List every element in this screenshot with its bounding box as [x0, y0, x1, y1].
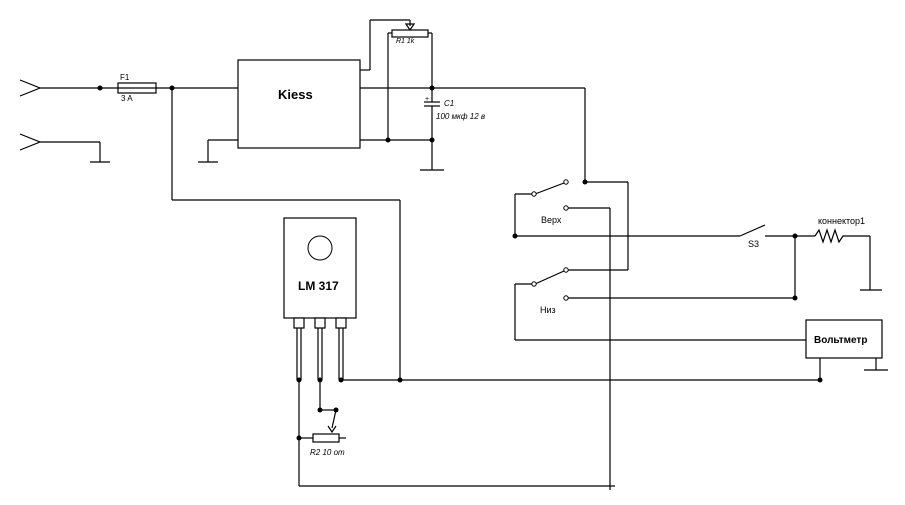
input-terminal-minus	[19, 133, 101, 162]
switch-upper-label: Верх	[541, 215, 562, 225]
fuse-ref-label: F1	[120, 73, 130, 82]
regulator-output-bus	[341, 377, 820, 383]
fuse-f1	[117, 82, 238, 94]
switch-lower	[514, 267, 806, 341]
s3-line	[512, 224, 815, 301]
cap-ref-label: C1	[444, 99, 454, 108]
connector1-resistor	[814, 228, 882, 291]
input-terminal-plus	[19, 79, 118, 97]
bottom-return-wire	[298, 380, 615, 487]
fuse-value-label: 3 A	[121, 94, 133, 103]
switch-s3-label: S3	[748, 239, 759, 249]
r2-label: R2 10 от	[310, 448, 345, 457]
fuse-to-regulator-wire	[171, 88, 401, 380]
resistor-r2	[296, 380, 346, 443]
voltmeter-label: Вольтметр	[814, 335, 867, 346]
cap-value-label: 100 мкф 12 в	[436, 112, 485, 121]
connector1-label: коннектор1	[818, 216, 865, 226]
kiess-label: Kiess	[278, 87, 313, 102]
kiess-output-wire	[360, 85, 586, 182]
potentiometer-r1	[360, 19, 433, 140]
pot-r1-label: R1 1k	[396, 38, 415, 45]
lm317-regulator	[283, 217, 357, 383]
capacitor-c1: +	[420, 88, 444, 171]
switch-upper	[514, 179, 629, 490]
switch-lower-label: Низ	[540, 305, 556, 315]
kiess-block	[198, 59, 361, 163]
voltmeter-box	[805, 319, 888, 383]
svg-text:+: +	[425, 96, 429, 103]
lm317-label: LM 317	[298, 279, 339, 293]
